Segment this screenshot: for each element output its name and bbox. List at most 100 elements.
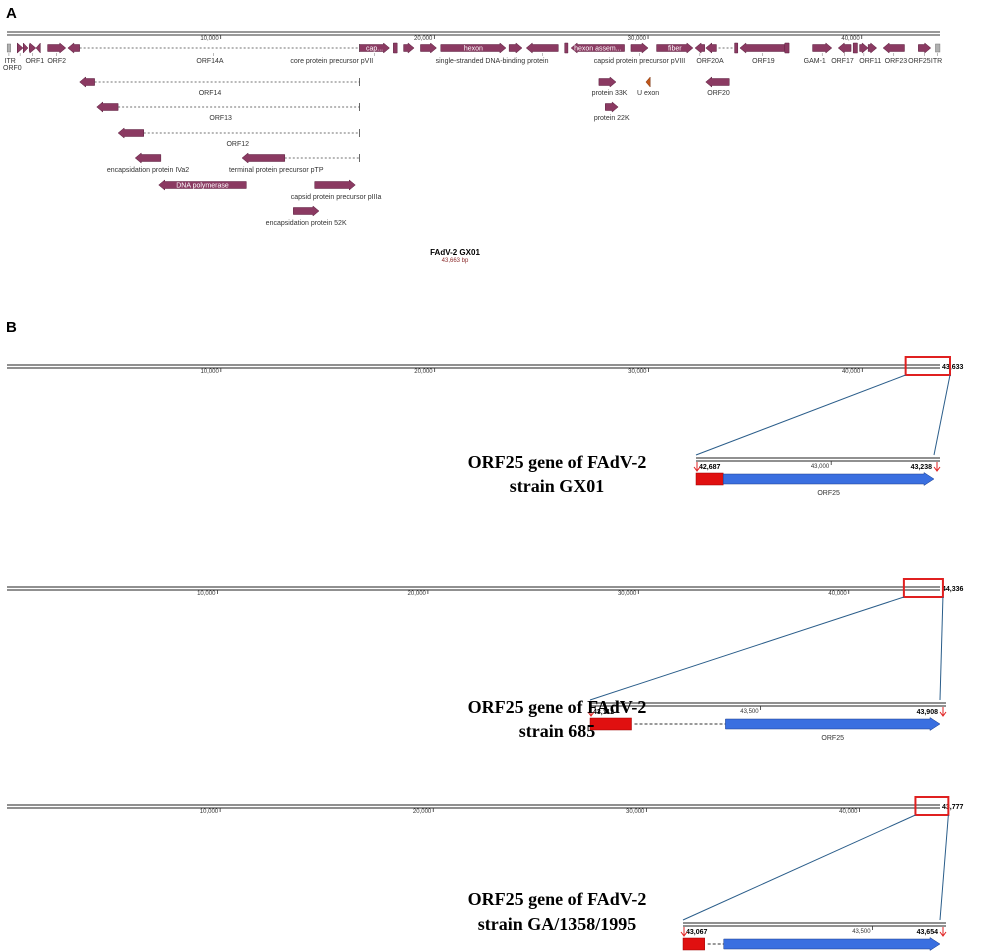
zoom-line-right <box>939 596 944 701</box>
sub-gene-arrow <box>79 76 95 88</box>
gene-arrow <box>508 42 523 54</box>
gene-arrow <box>867 42 878 54</box>
genome-tick-label: 10,000 <box>200 36 219 42</box>
gene-arrow <box>570 42 625 54</box>
position-arrow-head <box>939 931 947 937</box>
sub-gene-label-p22k: protein 22K <box>594 115 630 122</box>
sub-gene-label-iva2: encapsidation protein IVa2 <box>107 167 189 174</box>
strain-tick-label: 20,000 <box>408 591 427 597</box>
gene-inner-label: cap... <box>366 46 383 53</box>
strain-caption-line2: strain GA/1358/1995 <box>478 914 637 934</box>
strain-tick-label: 40,000 <box>842 369 861 375</box>
strain-tick-label: 10,000 <box>197 591 216 597</box>
gene-label-pviii: capsid protein precursor pVIII <box>594 58 685 65</box>
zoom-end-label: 43,908 <box>917 709 939 716</box>
strain-caption-line2: strain GX01 <box>510 476 605 496</box>
sub-gene-arrow <box>314 179 356 191</box>
gene-label-pvii: core protein precursor pVII <box>290 58 373 65</box>
zoom-start-label: 42,687 <box>699 464 721 471</box>
gene-arrow <box>734 42 739 54</box>
sub-gene-label-p52k: encapsidation protein 52K <box>266 220 347 227</box>
gene-label-orf23: ORF23 <box>885 58 908 65</box>
sub-gene-label-orf14: ORF14 <box>199 90 222 97</box>
strain-tick-label: 20,000 <box>413 809 432 815</box>
gene-arrow <box>859 42 869 54</box>
promoter-block <box>682 937 705 951</box>
zoom-end-label: 43,238 <box>911 464 933 471</box>
orf25-arrow <box>725 717 941 731</box>
zoom-line-left <box>589 596 905 701</box>
gene-arrow <box>705 42 717 54</box>
gene-arrow <box>525 42 559 54</box>
zoom-box <box>904 356 951 376</box>
panel-b-label: B <box>6 319 17 336</box>
gene-arrow <box>359 42 390 54</box>
sub-gene-arrow <box>241 152 286 164</box>
sub-gene-inner-label: DNA polymerase <box>176 183 229 190</box>
gene-arrow <box>694 42 705 54</box>
gene-label-gam1: GAM-1 <box>804 58 826 65</box>
sub-gene-label-p33k: protein 33K <box>592 90 628 97</box>
orf25-arrow <box>723 937 941 951</box>
genome-tick-label: 40,000 <box>841 36 860 42</box>
gene-arrow <box>35 42 41 54</box>
gene-label-orf2: ORF2 <box>47 58 66 65</box>
zoom-end-label: 43,654 <box>917 929 939 936</box>
promoter-block <box>695 472 724 486</box>
gene-inner-label: hexon assem... <box>574 46 622 53</box>
sub-gene-arrow <box>134 152 162 164</box>
strain-length-label: 43,777 <box>942 804 964 811</box>
zoom-line-left <box>682 814 916 921</box>
orf25-label: ORF25 <box>821 735 844 742</box>
gene-label-orf11: ORF11 <box>859 58 881 65</box>
gene-arrow <box>784 42 790 54</box>
zoom-start-label: 43,112 <box>593 709 614 716</box>
gene-arrow <box>918 42 932 54</box>
zoom-start-label: 43,067 <box>686 929 708 936</box>
strain-tick-label: 20,000 <box>414 369 433 375</box>
gene-arrow <box>882 42 905 54</box>
gene-label-orf0: ORF0 <box>3 65 22 72</box>
sub-gene-arrow <box>645 76 651 88</box>
gene-label-orf17: ORF17 <box>831 58 854 65</box>
gene-arrow <box>630 42 649 54</box>
strain-tick-label: 30,000 <box>626 809 645 815</box>
position-arrow-head <box>933 466 941 472</box>
gene-arrow <box>656 42 694 54</box>
sub-gene-arrow <box>96 101 119 113</box>
gene-arrow <box>739 42 786 54</box>
gene-inner-label: hexon <box>464 46 483 53</box>
strain-tick-label: 40,000 <box>828 591 847 597</box>
gene-label-itr-right: ITR <box>931 58 942 65</box>
genome-tick-label: 20,000 <box>414 36 433 42</box>
strain-length-label: 44,336 <box>942 586 964 593</box>
zoom-tick-label: 43,500 <box>740 709 759 715</box>
zoom-box <box>914 796 950 816</box>
strain-tick-label: 10,000 <box>200 809 219 815</box>
orf25-label: ORF25 <box>817 490 840 497</box>
gene-label-itr-left: ITR <box>5 58 16 65</box>
strain-s685: 10,000 20,000 30,000 40,000 44,336 43,500 43,1… <box>7 578 964 742</box>
gene-arrow <box>852 42 858 54</box>
sub-gene-arrow <box>605 101 619 113</box>
gene-arrow <box>440 42 507 54</box>
position-arrow-head <box>680 931 688 937</box>
zoom-tick-label: 43,000 <box>811 464 830 470</box>
sub-gene-arrow <box>598 76 617 88</box>
gene-arrow <box>403 42 415 54</box>
sub-gene-label-ptp: terminal protein precursor pTP <box>229 167 324 174</box>
gene-arrow <box>67 42 80 54</box>
strain-tick-label: 30,000 <box>618 591 637 597</box>
sub-gene-label-orf12: ORF12 <box>226 141 249 148</box>
zoom-box <box>902 578 944 598</box>
genome-length-text: 43,663 bp <box>442 258 469 264</box>
gene-arrow <box>420 42 437 54</box>
itr-block <box>6 43 11 53</box>
orf25-arrow <box>722 472 935 486</box>
gene-arrow <box>17 42 24 54</box>
genome-title: FAdV-2 GX01 <box>430 248 480 257</box>
